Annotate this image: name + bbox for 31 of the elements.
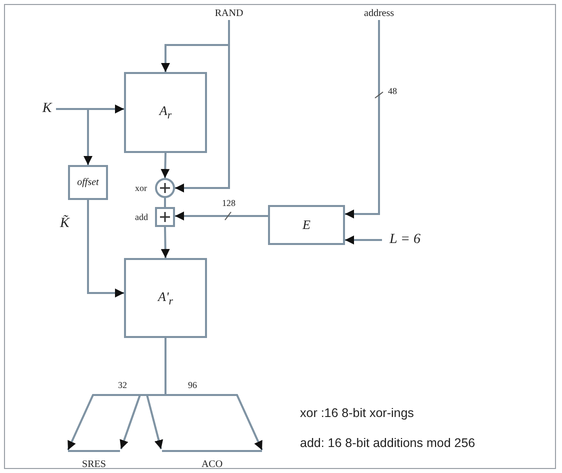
edge-label: 32 — [118, 380, 127, 390]
arrow — [345, 20, 380, 218]
function-block: E — [268, 205, 345, 245]
signal-label: L = 6 — [382, 232, 428, 248]
legend-note: xor :16 8-bit xor-ings — [300, 406, 414, 420]
function-block: A$_{r}$ — [124, 72, 207, 153]
adder-symbol — [155, 207, 175, 227]
function-block: A'$_{r}$ — [124, 258, 207, 338]
edge-label: 128 — [222, 198, 236, 208]
output-label: ACO — [162, 450, 262, 470]
arrow — [160, 152, 170, 178]
arrow — [160, 226, 170, 258]
xor-symbol — [155, 178, 175, 198]
signal-label: address — [352, 6, 406, 20]
arrow — [345, 236, 382, 244]
arrow — [87, 200, 124, 298]
arrow — [56, 108, 92, 165]
signal-label: K — [38, 100, 56, 118]
legend-note: add: 16 8-bit additions mod 256 — [300, 436, 476, 450]
arrow — [146, 394, 164, 450]
edge-label: 48 — [388, 86, 397, 96]
operator-label: xor — [135, 183, 147, 193]
arrow — [161, 20, 230, 72]
arrow — [175, 212, 268, 220]
arrow — [120, 394, 141, 450]
output-label: SRES — [68, 450, 120, 470]
signal-label: RAND — [206, 6, 252, 20]
edge-label: 96 — [188, 380, 197, 390]
function-block: offset — [68, 165, 108, 200]
operator-label: add — [135, 212, 148, 222]
signal-label: K̃ — [60, 216, 70, 232]
